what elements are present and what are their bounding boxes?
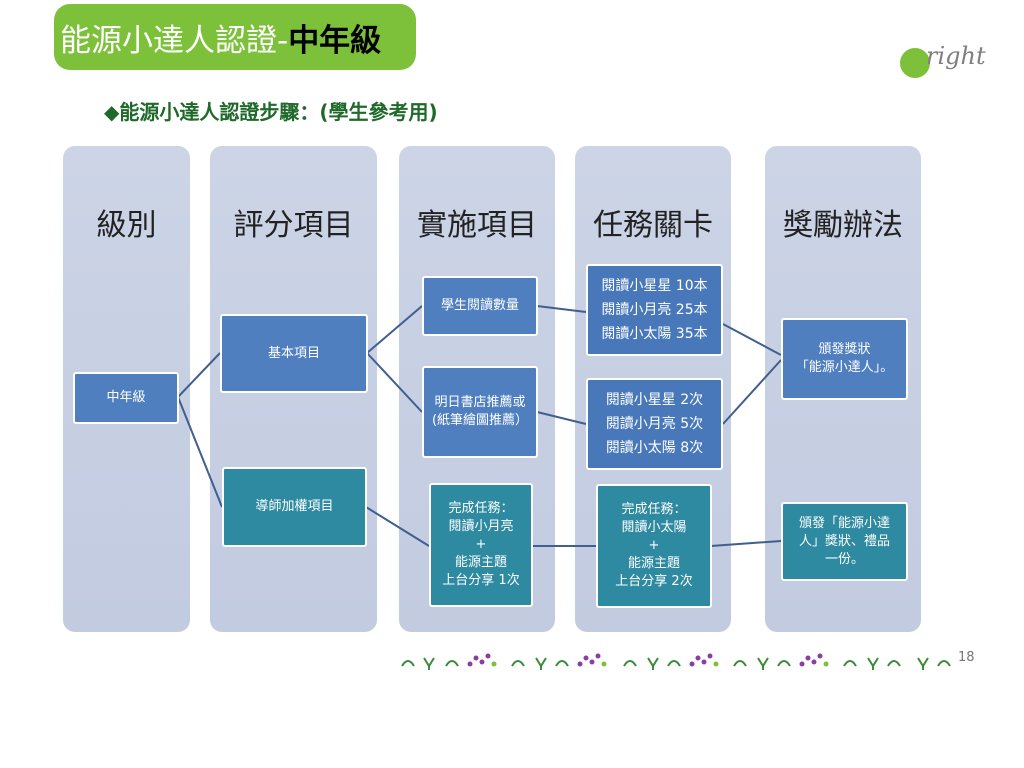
- subtitle: ◆能源小達人認證步驟：(學生參考用): [104, 100, 438, 124]
- footer-vine-decoration: [401, 653, 951, 670]
- node-complete1-line3: +: [475, 537, 487, 552]
- node-basic: 基本項目: [220, 314, 368, 393]
- node-complete1-line4: 能源主題: [454, 555, 507, 570]
- node-mentor-label: 導師加權項目: [255, 499, 334, 514]
- node-award2-line1: 頒發「能源小達: [798, 515, 890, 531]
- connector-grade-basic: [177, 352, 221, 398]
- logo-dot-icon: [900, 48, 930, 78]
- node-award2: 頒發「能源小達 人」獎狀、禮品 一份。: [781, 502, 908, 581]
- node-reading-levels-line2: 閱讀小月亮 25本: [601, 302, 708, 318]
- node-complete2-line2: 閱讀小太陽: [621, 520, 687, 535]
- node-grade: 中年級: [73, 372, 179, 424]
- title-part1: 能源小達人認證-: [60, 22, 289, 59]
- node-award1-line2: 「能源小達人」。: [795, 360, 894, 375]
- node-reading-count: 學生閱讀數量: [422, 276, 538, 336]
- title-part2: 中年級: [288, 22, 382, 59]
- node-complete2: 完成任務： 閱讀小太陽 + 能源主題 上台分享 2次: [596, 484, 712, 608]
- connector-grade-mentor: [177, 396, 223, 508]
- node-complete1-line5: 上台分享 1次: [442, 573, 520, 588]
- node-mentor: 導師加權項目: [222, 467, 367, 547]
- node-recommend-levels: 閱讀小星星 2次 閱讀小月亮 5次 閱讀小太陽 8次: [586, 378, 723, 470]
- connector-levels2-award: [722, 359, 782, 425]
- node-reading-levels: 閱讀小星星 10本 閱讀小月亮 25本 閱讀小太陽 35本: [586, 264, 723, 356]
- column-header-scoring: 評分項目: [233, 208, 354, 243]
- node-recommend-levels-line2: 閱讀小月亮 5次: [605, 416, 704, 432]
- node-complete2-line4: 能源主題: [627, 556, 680, 571]
- node-recommend-levels-line1: 閱讀小星星 2次: [605, 392, 704, 408]
- page-number: 18: [958, 650, 975, 665]
- node-recommend-levels-line3: 閱讀小太陽 8次: [605, 440, 704, 456]
- node-reading-count-label: 學生閱讀數量: [440, 298, 519, 313]
- connector-reading-levels: [536, 305, 587, 313]
- node-complete1: 完成任務： 閱讀小月亮 + 能源主題 上台分享 1次: [429, 483, 533, 607]
- node-basic-label: 基本項目: [267, 345, 320, 361]
- node-reading-levels-line1: 閱讀小星星 10本: [601, 278, 708, 294]
- column-header-mission: 任務關卡: [593, 208, 713, 243]
- connector-levels1-award: [722, 323, 782, 356]
- node-complete1-line2: 閱讀小月亮: [448, 519, 514, 534]
- logo-text: right: [926, 42, 986, 70]
- connector-mentor-complete1: [365, 506, 430, 547]
- logo: right: [898, 40, 988, 80]
- node-reading-levels-line3: 閱讀小太陽 35本: [601, 326, 708, 342]
- connector-basic-reading: [366, 305, 423, 354]
- node-award1-line1: 頒發獎狀: [818, 342, 871, 357]
- node-complete2-line1: 完成任務：: [621, 502, 687, 517]
- node-award2-line2: 人」獎狀、禮品: [798, 533, 890, 549]
- title-banner: 能源小達人認證-中年級: [54, 4, 416, 70]
- node-recommend-line2: (紙筆繪圖推薦）: [431, 413, 529, 428]
- node-complete2-line5: 上台分享 2次: [615, 574, 693, 589]
- node-award1: 頒發獎狀 「能源小達人」。: [781, 318, 908, 400]
- node-award2-line3: 一份。: [824, 551, 864, 567]
- column-header-reward: 獎勵辦法: [783, 208, 903, 243]
- connector-recommend-levels: [536, 411, 587, 425]
- column-header-grade: 級別: [96, 208, 157, 243]
- connector-basic-recommend: [366, 352, 423, 413]
- node-grade-label: 中年級: [106, 390, 146, 405]
- node-recommend-line1: 明日書店推薦或: [434, 395, 526, 410]
- node-complete1-line1: 完成任務：: [448, 501, 514, 516]
- node-recommend: 明日書店推薦或 (紙筆繪圖推薦）: [422, 366, 538, 458]
- connector-complete2-award2: [710, 540, 782, 547]
- column-header-implementation: 實施項目: [417, 208, 537, 243]
- node-complete2-line3: +: [648, 538, 660, 553]
